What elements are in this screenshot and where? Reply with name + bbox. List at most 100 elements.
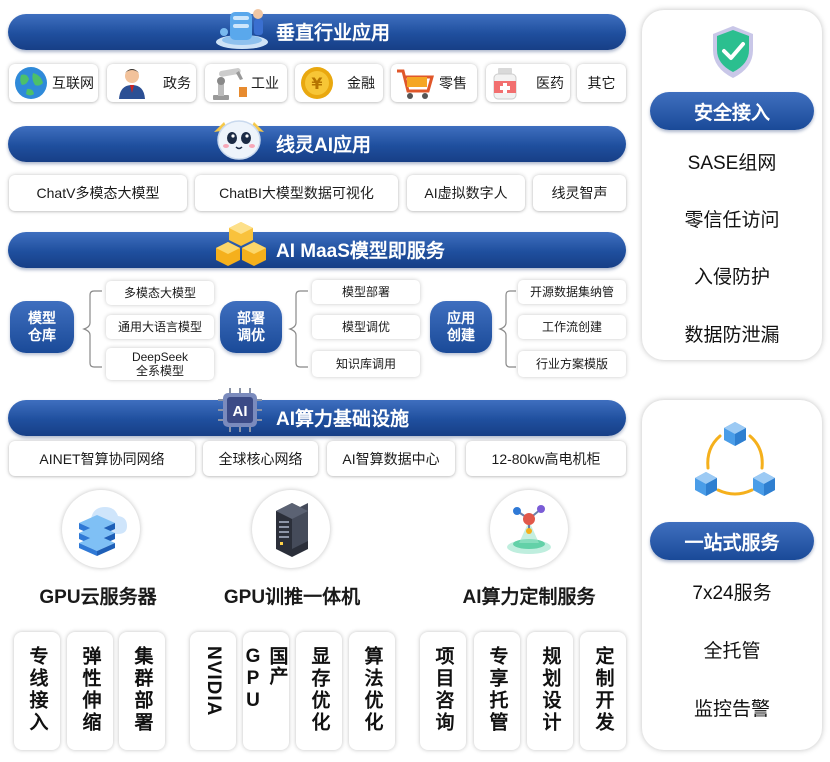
service-icon-circle-custom	[490, 490, 568, 568]
feature-label-consulting: 项目咨询	[432, 646, 454, 734]
maas-group-app-create[interactable]: 应用 创建	[430, 301, 492, 353]
molecule-platform-icon	[507, 505, 551, 554]
xianling-label-chatbi: ChatBI大模型数据可视化	[219, 185, 374, 201]
xianling-label-voice: 线灵智声	[551, 185, 608, 201]
xianling-label-digital-human: AI虚拟数字人	[424, 185, 508, 201]
industry-card-internet[interactable]: 互联网	[9, 64, 98, 102]
feature-label-custom-dev: 定制开发	[592, 646, 614, 734]
globe-icon	[15, 67, 47, 99]
service-caption-gpu-appliance: GPU训推一体机	[223, 587, 361, 608]
security-item-zero-trust[interactable]: 零信任访问	[684, 210, 780, 231]
maas-item-template[interactable]: 行业方案模版	[518, 351, 626, 377]
mascot-icon	[208, 114, 270, 169]
service-icon-circle-server	[252, 490, 330, 568]
feature-label-dedicated-line: 专线接入	[26, 646, 48, 734]
xianling-card-digital-human[interactable]: AI虚拟数字人	[407, 175, 525, 211]
cloud-server-stack-icon	[79, 507, 127, 556]
maas-item-dataset[interactable]: 开源数据集纳管	[518, 280, 626, 304]
onestop-item-247[interactable]: 7x24服务	[692, 583, 772, 604]
infra-label-datacenter: AI智算数据中心	[342, 450, 440, 467]
feature-card-nvidia[interactable]: NVIDIA	[190, 632, 236, 750]
industry-card-finance[interactable]: ¥ 金融	[295, 64, 383, 102]
industry-label-internet: 互联网	[52, 75, 94, 91]
maas-item-multimodal[interactable]: 多模态大模型	[106, 281, 214, 305]
brace-connector-3	[498, 290, 516, 368]
industry-label-retail: 零售	[439, 75, 467, 91]
maas-item-deepseek[interactable]: DeepSeek 全系模型	[106, 348, 214, 380]
vertical-industry-title: 垂直行业应用	[276, 23, 391, 44]
xianling-ai-title: 线灵AI应用	[276, 135, 372, 156]
service-icon-circle-cloud	[62, 490, 140, 568]
industry-card-other[interactable]: 其它	[577, 64, 626, 102]
official-person-icon	[119, 69, 145, 99]
maas-item-model-tune[interactable]: 模型调优	[312, 315, 420, 339]
feature-label-planning: 规划设计	[539, 646, 561, 734]
maas-banner	[8, 232, 626, 268]
shield-check-icon	[708, 24, 758, 85]
maas-item-kb-call[interactable]: 知识库调用	[312, 351, 420, 377]
service-caption-ai-custom: AI算力定制服务	[462, 587, 596, 608]
feature-label-nvidia: NVIDIA	[203, 646, 224, 717]
industry-label-medicine: 医药	[536, 75, 564, 91]
infra-label-global-network: 全球核心网络	[218, 450, 303, 467]
maas-group-deploy-tune[interactable]: 部署 调优	[220, 301, 282, 353]
industry-label-industry: 工业	[251, 75, 279, 91]
feature-card-cluster[interactable]: 集群部署	[119, 632, 165, 750]
feature-label-cluster: 集群部署	[131, 646, 153, 734]
yen-coin-icon: ¥	[301, 67, 333, 99]
industry-label-government: 政务	[163, 75, 191, 91]
feature-label-vram-opt: 显存优化	[308, 646, 330, 734]
xianling-label-chatv: ChatV多模态大模型	[36, 185, 160, 201]
feature-label-domestic-gpu: 国产 GPU	[242, 646, 288, 712]
feature-card-hosting[interactable]: 专享托管	[474, 632, 520, 750]
feature-card-dedicated-line[interactable]: 专线接入	[14, 632, 60, 750]
maas-item-general-llm[interactable]: 通用大语言模型	[106, 315, 214, 339]
industry-card-retail[interactable]: 零售	[391, 64, 477, 102]
industry-label-finance: 金融	[347, 75, 375, 91]
vertical-industry-banner	[8, 14, 626, 50]
industry-card-government[interactable]: 政务	[107, 64, 196, 102]
robot-arm-icon	[213, 68, 247, 100]
feature-card-consulting[interactable]: 项目咨询	[420, 632, 466, 750]
feature-label-algo-opt: 算法优化	[361, 646, 383, 734]
brace-connector-2	[288, 290, 308, 368]
person-at-server-icon	[214, 2, 270, 55]
feature-label-hosting: 专享托管	[486, 646, 508, 734]
feature-card-domestic-gpu[interactable]: 国产 GPU	[243, 632, 289, 750]
service-caption-gpu-cloud: GPU云服务器	[39, 587, 157, 608]
cube-network-icon	[690, 416, 780, 511]
onestop-item-monitor[interactable]: 监控告警	[693, 699, 770, 720]
security-item-sase[interactable]: SASE组网	[687, 153, 777, 174]
maas-group-model-repo[interactable]: 模型 仓库	[10, 301, 74, 353]
ai-chip-label: AI	[233, 403, 248, 420]
infra-card-datacenter[interactable]: AI智算数据中心	[327, 441, 455, 476]
onestop-panel	[642, 400, 822, 750]
svg-text:¥: ¥	[311, 74, 322, 93]
xianling-card-chatv[interactable]: ChatV多模态大模型	[9, 175, 187, 211]
feature-card-vram-opt[interactable]: 显存优化	[296, 632, 342, 750]
onestop-item-managed[interactable]: 全托管	[703, 641, 761, 662]
industry-label-other: 其它	[587, 75, 616, 91]
infra-label-cabinet: 12-80kw高电机柜	[491, 450, 601, 467]
security-item-dlp[interactable]: 数据防泄漏	[684, 325, 780, 346]
maas-title: AI MaaS模型即服务	[276, 241, 445, 262]
feature-card-planning[interactable]: 规划设计	[527, 632, 573, 750]
feature-card-custom-dev[interactable]: 定制开发	[580, 632, 626, 750]
brace-connector-1	[82, 290, 102, 368]
infra-card-cabinet[interactable]: 12-80kw高电机柜	[466, 441, 626, 476]
infra-card-global-network[interactable]: 全球核心网络	[203, 441, 318, 476]
infra-card-ainet[interactable]: AINET智算协同网络	[9, 441, 195, 476]
industry-card-industry[interactable]: 工业	[205, 64, 287, 102]
xianling-card-voice[interactable]: 线灵智声	[533, 175, 626, 211]
cubes-stack-icon	[214, 220, 268, 277]
security-item-intrusion[interactable]: 入侵防护	[693, 267, 770, 288]
xianling-ai-banner	[8, 126, 626, 162]
xianling-card-chatbi[interactable]: ChatBI大模型数据可视化	[195, 175, 398, 211]
feature-card-elastic[interactable]: 弹性伸缩	[67, 632, 113, 750]
maas-item-workflow[interactable]: 工作流创建	[518, 315, 626, 339]
medicine-bottle-icon	[493, 68, 517, 100]
maas-item-model-deploy[interactable]: 模型部署	[312, 280, 420, 304]
feature-card-algo-opt[interactable]: 算法优化	[349, 632, 395, 750]
industry-card-medicine[interactable]: 医药	[486, 64, 570, 102]
ai-chip-icon: AI	[216, 386, 264, 439]
